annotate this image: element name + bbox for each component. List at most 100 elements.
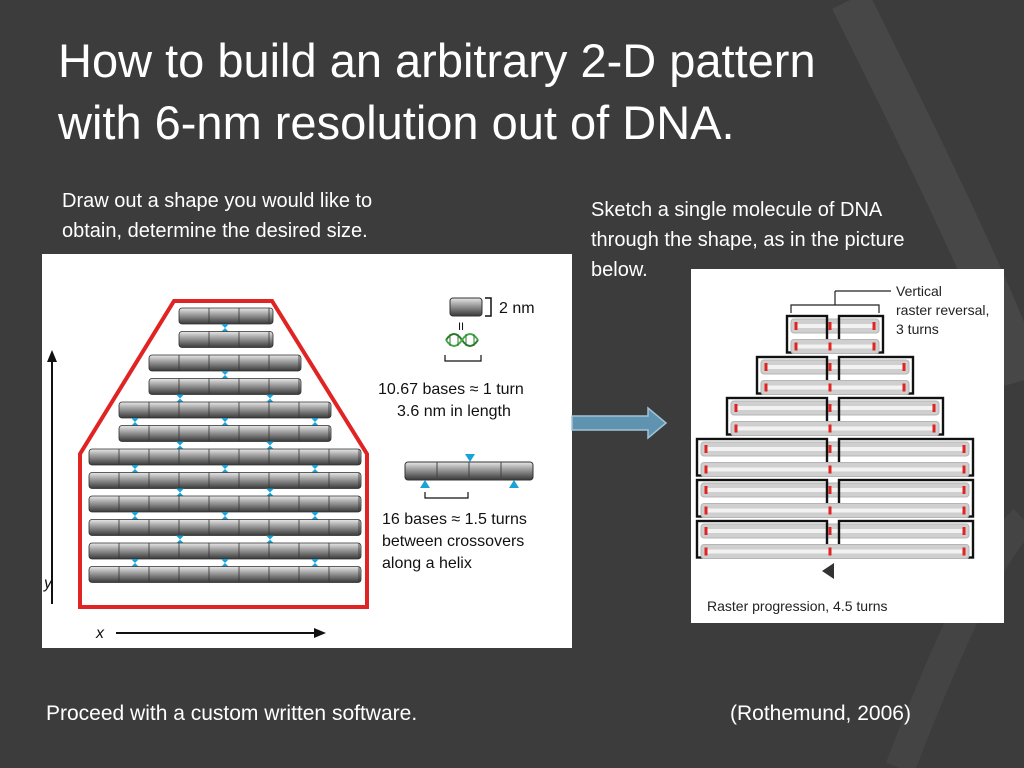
right-arrow-icon	[571, 406, 668, 440]
caption-left-line-2: obtain, determine the desired size.	[62, 220, 368, 242]
crossover-marker	[176, 488, 184, 497]
raster-crossover	[902, 363, 906, 371]
x-axis-label: x	[95, 625, 105, 642]
helix-cylinder	[88, 495, 362, 513]
caption-right-line-3: below.	[591, 259, 648, 281]
title-line-1: How to build an arbitrary 2-D pattern	[58, 34, 816, 87]
x-axis-arrowhead	[314, 628, 326, 638]
crossover-marker	[311, 512, 319, 520]
raster-crossover	[828, 465, 832, 474]
footer-left: Proceed with a custom written software.	[46, 702, 418, 725]
raster-crossover	[828, 486, 832, 494]
vertical-label-line-2: raster reversal,	[896, 302, 989, 318]
raster-strand	[735, 426, 935, 431]
vertical-label-line-3: 3 turns	[896, 321, 939, 337]
crossover-marker	[176, 394, 184, 403]
caption-left-line-1: Draw out a shape you would like to	[62, 190, 373, 212]
length-label: 3.6 nm in length	[397, 403, 511, 420]
crossover-marker	[221, 512, 229, 520]
raster-strand	[705, 488, 965, 492]
raster-crossover	[828, 506, 832, 515]
helix-cylinder	[178, 307, 274, 325]
raster-crossover	[828, 322, 832, 330]
crossover-marker	[311, 465, 319, 473]
raster-crossover	[734, 404, 738, 412]
raster-strand	[705, 529, 965, 533]
raster-crossover	[704, 527, 708, 535]
raster-crossover	[872, 322, 876, 330]
raster-crossover	[704, 445, 708, 453]
raster-crossover	[764, 363, 768, 371]
helix-width-legend	[449, 297, 492, 317]
slide-title: How to build an arbitrary 2-D pattern wi…	[58, 30, 998, 154]
crossover-label-line-3: along a helix	[382, 555, 472, 572]
raster-strand	[735, 406, 935, 410]
raster-crossover	[902, 383, 906, 392]
y-axis-label: y	[43, 575, 53, 592]
raster-strand	[705, 549, 965, 554]
helix-cylinder	[148, 354, 302, 372]
crossover-marker	[221, 559, 229, 567]
title-line-2: with 6-nm resolution out of DNA.	[58, 96, 735, 149]
bases-per-turn-label: 10.67 bases ≈ 1 turn	[378, 381, 524, 398]
helix-cylinder	[88, 448, 362, 466]
raster-strand	[705, 467, 965, 472]
raster-crossover	[794, 342, 798, 351]
raster-crossover	[704, 547, 708, 556]
left-figure-svg: y x 2 nm II 10.67 bases ≈ 1 turn 3.6 nm …	[43, 297, 535, 642]
raster-crossover	[872, 342, 876, 351]
raster-grid	[695, 314, 975, 559]
raster-crossover	[828, 363, 832, 371]
crossover-marker	[221, 371, 229, 379]
caption-right-line-2: through the shape, as in the picture	[591, 229, 905, 251]
raster-crossover	[828, 547, 832, 556]
double-helix-icon	[444, 333, 482, 362]
right-figure-svg: Vertical raster reversal, 3 turns Raster…	[695, 283, 989, 614]
vertical-label-line-1: Vertical	[896, 283, 942, 299]
footer-right: (Rothemund, 2006)	[730, 702, 911, 725]
reversal-bracket	[790, 304, 880, 313]
raster-crossover	[962, 547, 966, 556]
helix-cylinder	[118, 425, 332, 442]
crossover-marker	[131, 465, 139, 473]
raster-crossover	[962, 486, 966, 494]
crossover-marker	[266, 441, 274, 450]
raster-crossover	[932, 424, 936, 433]
crossover-marker	[131, 512, 139, 520]
raster-crossover	[828, 404, 832, 412]
progression-arrowhead	[822, 563, 834, 579]
raster-strand	[765, 365, 905, 369]
crossover-marker	[311, 418, 319, 426]
progression-label: Raster progression, 4.5 turns	[707, 598, 888, 614]
shape-outline	[78, 299, 369, 609]
caption-right: Sketch a single molecule of DNA through …	[591, 195, 1011, 285]
helix-grid	[88, 307, 362, 583]
raster-crossover	[828, 527, 832, 535]
raster-crossover	[932, 404, 936, 412]
raster-crossover	[828, 342, 832, 351]
crossover-marker	[311, 559, 319, 567]
helix-width-label: 2 nm	[499, 300, 535, 317]
helix-cylinder	[88, 519, 362, 536]
crossover-marker	[266, 488, 274, 497]
raster-crossover	[828, 424, 832, 433]
crossover-marker	[221, 465, 229, 473]
crossover-marker	[266, 535, 274, 544]
crossover-marker	[266, 394, 274, 403]
raster-strand	[795, 344, 875, 349]
raster-crossover	[704, 465, 708, 474]
caption-left: Draw out a shape you would like to obtai…	[62, 186, 482, 246]
crossover-marker	[176, 535, 184, 544]
raster-strand	[705, 508, 965, 513]
raster-crossover	[704, 506, 708, 515]
left-figure-panel: y x 2 nm II 10.67 bases ≈ 1 turn 3.6 nm …	[42, 254, 572, 648]
raster-strand	[705, 447, 965, 451]
helix-cylinder	[88, 542, 362, 560]
crossover-marker	[221, 324, 229, 332]
right-figure-panel: Vertical raster reversal, 3 turns Raster…	[691, 269, 1004, 623]
y-axis-arrowhead	[47, 350, 57, 362]
raster-strand	[765, 385, 905, 390]
raster-crossover	[828, 445, 832, 453]
raster-crossover	[764, 383, 768, 392]
helix-cylinder	[148, 378, 302, 395]
